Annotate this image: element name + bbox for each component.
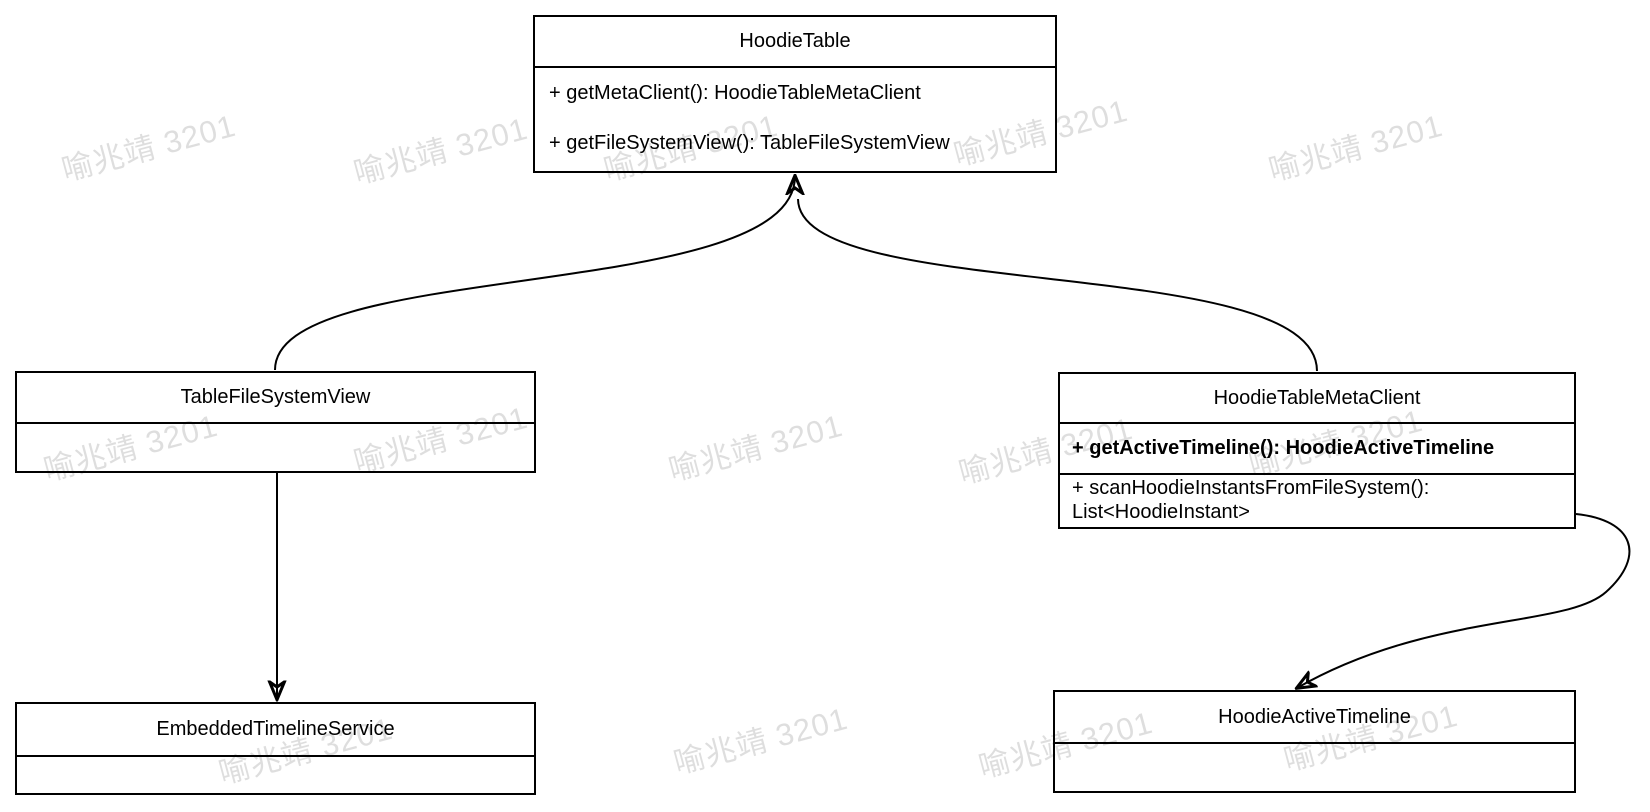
class-title: TableFileSystemView xyxy=(17,373,534,424)
edge-tablefilesystemview-to-hoodietable xyxy=(274,176,795,371)
class-title: HoodieActiveTimeline xyxy=(1055,692,1574,744)
watermark: 喻兆靖 3201 xyxy=(665,407,847,488)
class-method: + getActiveTimeline(): HoodieActiveTimel… xyxy=(1060,424,1574,475)
class-method: + scanHoodieInstantsFromFileSystem(): Li… xyxy=(1072,477,1430,523)
class-embeddedtimelineservice: EmbeddedTimelineService xyxy=(15,702,536,795)
empty-compartment xyxy=(17,424,534,471)
class-hoodietablemetaclient: HoodieTableMetaClient + getActiveTimelin… xyxy=(1058,372,1576,529)
watermark: 喻兆靖 3201 xyxy=(58,107,240,188)
edge-hoodietablemetaclient-to-hoodieactivetimeline xyxy=(1297,513,1631,688)
class-hoodieactivetimeline: HoodieActiveTimeline xyxy=(1053,690,1576,793)
class-title: HoodieTableMetaClient xyxy=(1060,374,1574,424)
class-title: EmbeddedTimelineService xyxy=(17,704,534,757)
watermark: 喻兆靖 3201 xyxy=(350,110,532,191)
watermark: 喻兆靖 3201 xyxy=(1265,107,1447,188)
edge-hoodietablemetaclient-to-hoodietable xyxy=(797,198,1318,372)
class-tablefilesystemview: TableFileSystemView xyxy=(15,371,536,473)
methods-compartment: + getMetaClient(): HoodieTableMetaClient… xyxy=(535,68,1055,168)
empty-compartment xyxy=(1055,744,1574,791)
class-method: + getFileSystemView(): TableFileSystemVi… xyxy=(549,132,950,154)
class-method: + getMetaClient(): HoodieTableMetaClient xyxy=(549,82,921,104)
class-hoodietable: HoodieTable + getMetaClient(): HoodieTab… xyxy=(533,15,1057,173)
class-title: HoodieTable xyxy=(535,17,1055,68)
empty-compartment xyxy=(17,757,534,793)
watermark: 喻兆靖 3201 xyxy=(670,700,852,781)
